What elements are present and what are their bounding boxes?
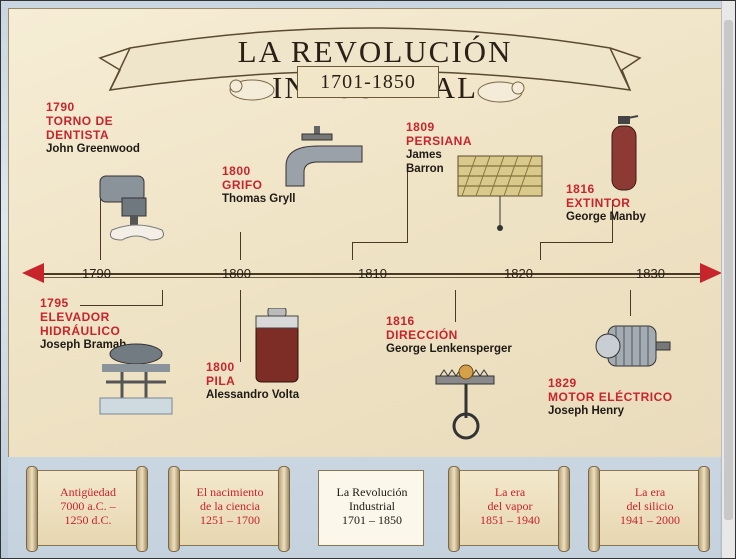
connector-line xyxy=(100,196,101,260)
scroll-rod-right xyxy=(558,466,570,552)
connector-line xyxy=(455,290,456,322)
connector-line xyxy=(80,305,163,306)
years-label: 1701-1850 xyxy=(297,66,439,98)
scrollbar-thumb[interactable] xyxy=(724,20,733,520)
tick-label: 1800 xyxy=(222,266,251,281)
faucet-icon[interactable] xyxy=(284,126,366,196)
nav-label: El nacimiento de la ciencia 1251 – 1700 xyxy=(196,485,264,527)
nav-label: La era del vapor 1851 – 1940 xyxy=(480,485,540,527)
event-name: ELEVADOR HIDRÁULICO xyxy=(40,310,121,338)
electric-motor-icon[interactable] xyxy=(594,318,672,378)
event-motor-electrico[interactable]: 1829 MOTOR ELÉCTRICO Joseph Henry xyxy=(548,376,708,418)
event-name: TORNO DE DENTISTA xyxy=(46,114,114,142)
event-name: GRIFO xyxy=(222,178,263,192)
event-inventor: Joseph Henry xyxy=(548,405,625,417)
timeline-line xyxy=(44,273,700,275)
scroll-rod-right xyxy=(278,466,290,552)
event-year: 1795 xyxy=(40,296,69,310)
connector-line xyxy=(612,200,613,242)
previous-arrow-icon[interactable] xyxy=(22,263,44,283)
next-arrow-icon[interactable] xyxy=(700,263,722,283)
event-name: EXTINTOR xyxy=(566,196,631,210)
event-year: 1790 xyxy=(46,100,75,114)
fire-extinguisher-icon[interactable] xyxy=(608,114,640,194)
timeline-axis: 1790 1800 1810 1820 1830 xyxy=(22,260,722,288)
event-persiana[interactable]: 1809 PERSIANA James Barron xyxy=(406,120,476,176)
scroll-rod-right xyxy=(136,466,148,552)
event-inventor: James Barron xyxy=(406,149,444,175)
event-year: 1829 xyxy=(548,376,577,390)
nav-card: La era del silicio 1941 – 2000 xyxy=(596,470,702,546)
event-year: 1816 xyxy=(386,314,415,328)
cherub-left-decoration xyxy=(229,79,275,101)
tick-label: 1790 xyxy=(82,266,111,281)
event-year: 1816 xyxy=(566,182,595,196)
nav-scroll-era-silicio[interactable]: La era del silicio 1941 – 2000 xyxy=(586,466,716,552)
timeline-line-shadow xyxy=(44,277,700,278)
connector-line xyxy=(240,290,241,362)
nav-scroll-revolucion-industrial[interactable]: La Revolución Industrial 1701 – 1850 xyxy=(308,470,438,546)
event-inventor: George Manby xyxy=(566,211,646,223)
ribbon-banner xyxy=(98,27,642,91)
connector-line xyxy=(407,170,408,242)
tick-label: 1820 xyxy=(504,266,533,281)
nav-card: El nacimiento de la ciencia 1251 – 1700 xyxy=(176,470,282,546)
connector-line xyxy=(162,290,163,306)
event-grifo[interactable]: 1800 GRIFO Thomas Gryll xyxy=(222,164,302,206)
connector-line xyxy=(540,242,613,243)
scroll-rod-left xyxy=(448,466,460,552)
nav-card: Antigüedad 7000 a.C. – 1250 d.C. xyxy=(34,470,140,546)
nav-scroll-nacimiento-ciencia[interactable]: El nacimiento de la ciencia 1251 – 1700 xyxy=(166,466,296,552)
battery-icon[interactable] xyxy=(254,308,300,384)
steering-gear-icon[interactable] xyxy=(434,362,498,442)
nav-label: Antigüedad 7000 a.C. – 1250 d.C. xyxy=(60,485,116,527)
dental-drill-icon[interactable] xyxy=(92,168,182,242)
scroll-rod-left xyxy=(168,466,180,552)
event-elevador-hidraulico[interactable]: 1795 ELEVADOR HIDRÁULICO Joseph Bramah xyxy=(40,296,170,352)
scroll-rod-right xyxy=(698,466,710,552)
event-inventor: John Greenwood xyxy=(46,143,140,155)
window-blind-icon[interactable] xyxy=(456,152,544,234)
nav-scroll-era-vapor[interactable]: La era del vapor 1851 – 1940 xyxy=(446,466,576,552)
event-inventor: Thomas Gryll xyxy=(222,193,296,205)
tick-label: 1830 xyxy=(636,266,665,281)
connector-line xyxy=(240,232,241,260)
cherub-right-decoration xyxy=(477,81,525,103)
hydraulic-elevator-icon[interactable] xyxy=(96,340,176,418)
connector-line xyxy=(352,242,353,260)
event-direccion[interactable]: 1816 DIRECCIÓN George Lenkensperger xyxy=(386,314,536,356)
event-name: MOTOR ELÉCTRICO xyxy=(548,390,673,404)
event-extintor[interactable]: 1816 EXTINTOR George Manby xyxy=(566,182,676,224)
nav-label: La Revolución Industrial 1701 – 1850 xyxy=(336,485,408,527)
nav-label: La era del silicio 1941 – 2000 xyxy=(620,485,680,527)
event-year: 1800 xyxy=(206,360,235,374)
scroll-rod-left xyxy=(588,466,600,552)
event-year: 1800 xyxy=(222,164,251,178)
connector-line xyxy=(540,242,541,260)
nav-scroll-antiguedad[interactable]: Antigüedad 7000 a.C. – 1250 d.C. xyxy=(24,466,154,552)
event-inventor: Alessandro Volta xyxy=(206,389,300,401)
event-name: DIRECCIÓN xyxy=(386,328,458,342)
event-torno-dentista[interactable]: 1790 TORNO DE DENTISTA John Greenwood xyxy=(46,100,176,156)
event-inventor: Joseph Bramah xyxy=(40,339,127,351)
scroll-rod-left xyxy=(26,466,38,552)
tick-label: 1810 xyxy=(358,266,387,281)
event-inventor: George Lenkensperger xyxy=(386,343,512,355)
connector-line xyxy=(630,290,631,316)
event-year: 1809 xyxy=(406,120,435,134)
event-pila[interactable]: 1800 PILA Alessandro Volta xyxy=(206,360,326,402)
event-name: PILA xyxy=(206,374,236,388)
connector-line xyxy=(352,242,408,243)
event-name: PERSIANA xyxy=(406,134,473,148)
vertical-scrollbar[interactable] xyxy=(721,0,736,559)
nav-card-active: La Revolución Industrial 1701 – 1850 xyxy=(318,470,424,546)
